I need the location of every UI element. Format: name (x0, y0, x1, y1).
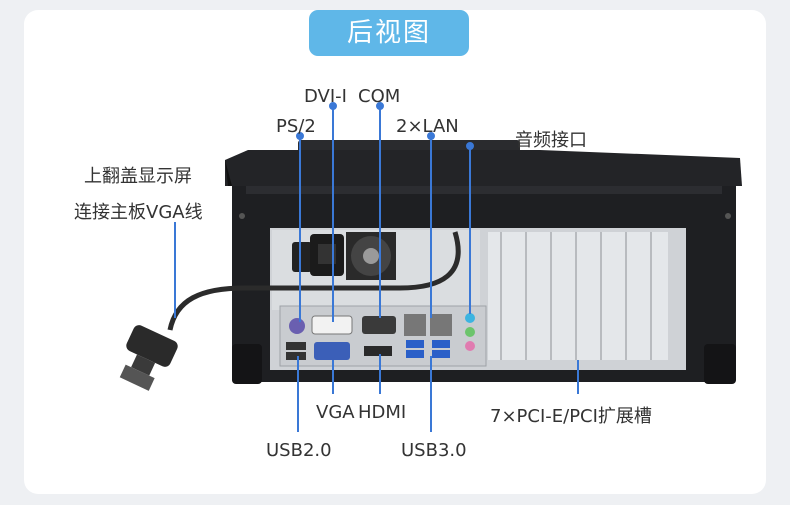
psu-fan (346, 232, 396, 280)
callout-lines (174, 102, 579, 432)
pci-slots (488, 232, 668, 360)
label-pci-slots: 7×PCI-E/PCI扩展槽 (490, 406, 652, 427)
label-usb2: USB2.0 (266, 440, 332, 461)
label-flip-vga-cable: 连接主板VGA线 (74, 202, 203, 223)
label-vga: VGA (316, 402, 355, 423)
chassis-top (225, 140, 742, 186)
label-audio: 音频接口 (515, 130, 587, 151)
io-shield (279, 305, 487, 367)
label-usb3: USB3.0 (401, 440, 467, 461)
label-lan: 2×LAN (396, 116, 459, 137)
power-socket (292, 234, 344, 276)
label-dvi: DVI-I (304, 86, 347, 107)
label-ps2: PS/2 (276, 116, 316, 137)
label-hdmi: HDMI (358, 402, 407, 423)
vga-cable (119, 231, 461, 391)
label-flip-display: 上翻盖显示屏 (84, 166, 192, 187)
label-com: COM (358, 86, 401, 107)
page-title: 后视图 (309, 10, 469, 56)
ps2-port (289, 318, 305, 334)
